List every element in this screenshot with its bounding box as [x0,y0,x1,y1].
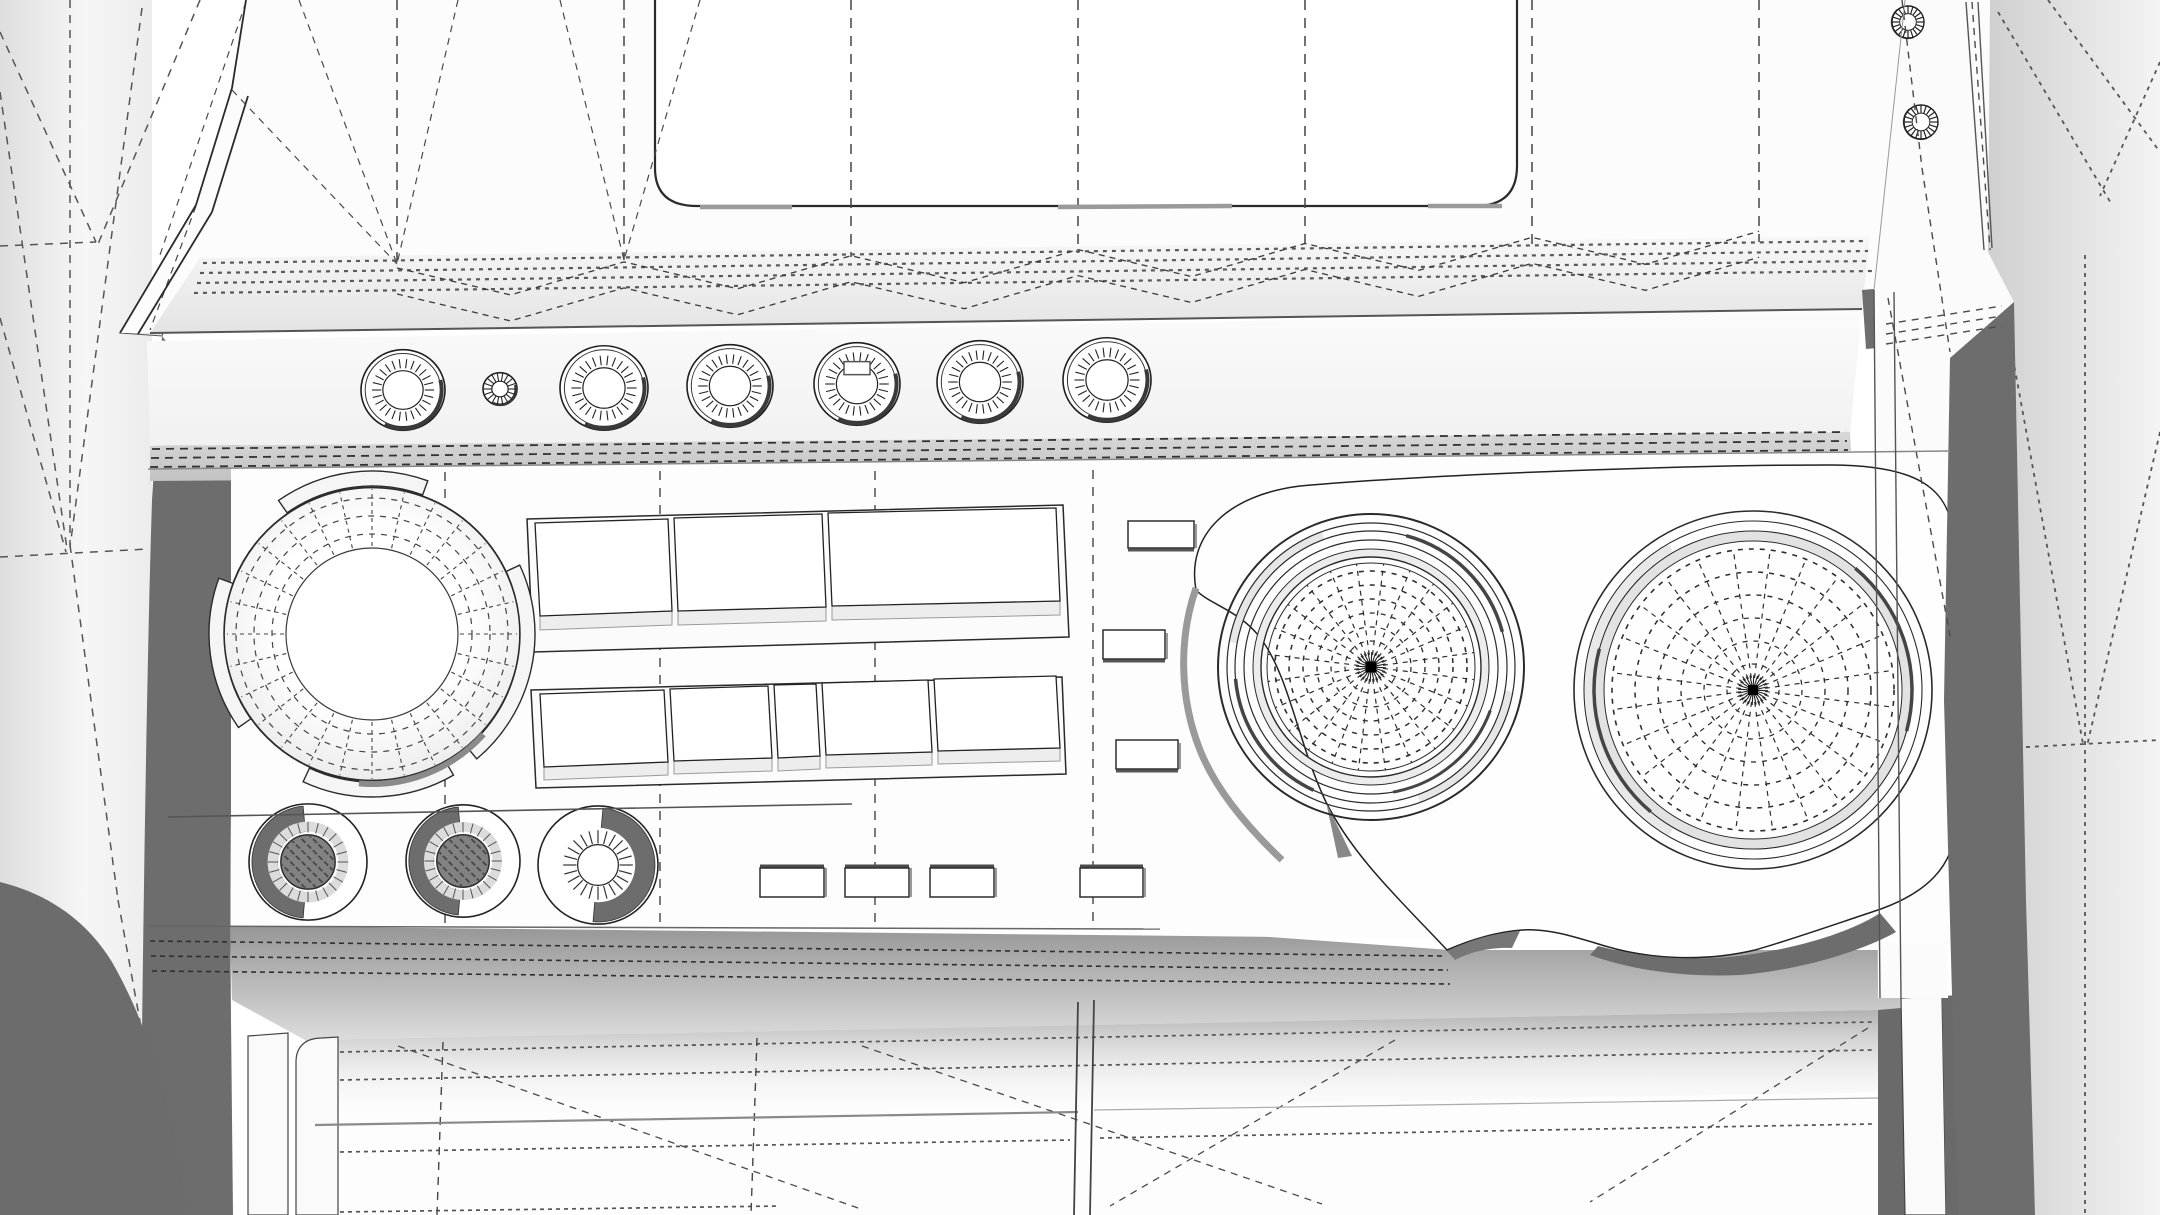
top-knob-7[interactable] [1062,336,1152,424]
top-tray-button-3[interactable] [827,507,1061,621]
lower-cabinet-mesh [149,940,1873,1215]
lid-screen-inset [653,0,1519,208]
jog-dial-large-knob[interactable] [208,470,536,798]
right-gap-shadow-a [1878,1008,1905,1215]
right-shadow-gap [1944,302,2035,1215]
bottom-button-4[interactable] [1079,864,1146,898]
top-knob-5[interactable] [813,341,901,427]
top-knob-2[interactable] [482,371,518,407]
lower-cabinet-top-shading [305,1010,1878,1122]
bottom-tray-button-1[interactable] [539,689,669,781]
side-button-1[interactable] [1127,520,1197,552]
left-post-a [247,1032,289,1215]
bottom-knob-3[interactable] [537,805,659,925]
speaker-right[interactable] [1573,510,1933,870]
top-knob-4[interactable] [686,343,774,429]
bottom-left-shadow [0,882,186,1215]
top-knob-6[interactable] [936,339,1024,425]
bottom-knob-1[interactable] [248,803,368,921]
top-knob-1[interactable] [360,348,446,432]
right-post [1900,995,1947,1215]
top-tray [526,504,1070,653]
top-tray-button-1[interactable] [534,518,673,631]
bottom-tray-button-5[interactable] [933,675,1061,765]
side-button-3[interactable] [1115,739,1181,773]
bottom-knob-row [248,803,659,925]
panel-underside-band [230,926,1908,1040]
housing-bottom-shadow-mid [1447,931,1520,960]
bottom-button-2[interactable] [844,864,912,898]
speaker-left[interactable] [1217,513,1525,821]
speaker-cones [1217,510,1933,870]
top-knob-3[interactable] [559,344,649,432]
lid-front-bevel [150,236,1870,333]
bottom-tray-button-2[interactable] [669,685,773,775]
structural-edge-lines [119,0,2003,1215]
bottom-knob-2[interactable] [405,804,521,918]
top-tray-button-2[interactable] [673,513,827,626]
top-knob-row [360,336,1152,432]
bottom-button-1[interactable] [759,864,827,898]
thumbscrew-group [1890,5,1939,141]
bottom-button-3[interactable] [929,864,997,898]
bottom-tray-button-3[interactable] [773,683,821,772]
housing-bottom-shadow-right [1590,913,1896,976]
bottom-button-row [759,864,1146,898]
thumbscrew-2[interactable] [1902,104,1939,141]
thumbscrew-1[interactable] [1890,5,1925,40]
left-shadow-gap [140,336,240,1215]
housing-left-shadow-arc [1180,586,1285,863]
button-tray-group [526,504,1070,789]
bottom-tray-button-4[interactable] [821,679,933,769]
lid-mesh-lines [149,0,1873,331]
bottom-tray [530,675,1067,789]
side-button-2[interactable] [1102,629,1168,663]
